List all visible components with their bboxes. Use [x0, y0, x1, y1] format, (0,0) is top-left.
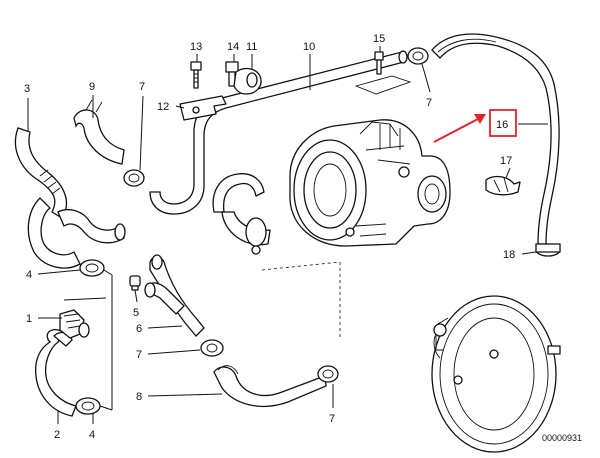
callout-7: 7	[329, 413, 335, 425]
bolt-13	[190, 61, 202, 89]
part-11	[233, 67, 262, 95]
elbow-fitting	[212, 173, 271, 255]
clamp-17	[485, 175, 521, 196]
hose-9	[73, 99, 125, 165]
hose-8	[213, 365, 327, 408]
highlight-box	[489, 109, 517, 137]
clamp-7-top	[407, 47, 429, 65]
hose-3	[14, 127, 126, 269]
cap-5	[129, 275, 141, 291]
dash-guide	[261, 261, 341, 340]
diagram-code: 00000931	[542, 433, 582, 443]
callout-10: 10	[303, 41, 315, 53]
callout-3: 3	[24, 83, 30, 95]
highlight-callout-16: 16	[433, 109, 517, 143]
highlight-arrow-shaft	[433, 118, 479, 143]
clamp-4-upper	[79, 259, 105, 277]
callout-13: 13	[190, 41, 202, 53]
callout-17: 17	[500, 155, 512, 167]
highlight-arrow-head	[474, 114, 486, 124]
callout-4: 4	[89, 429, 95, 441]
clamp-7-left	[123, 169, 145, 187]
fitting-1	[59, 309, 90, 339]
callout-11: 11	[246, 41, 257, 53]
callout-4: 4	[26, 269, 32, 281]
callout-14: 14	[227, 41, 239, 53]
clamp-4-lower	[75, 397, 101, 415]
y-pipe-6	[144, 254, 205, 337]
callout-18: 18	[503, 249, 515, 261]
callout-6: 6	[136, 323, 142, 335]
bracket-12	[179, 95, 227, 121]
callout-12: 12	[157, 101, 169, 113]
hose-16	[431, 33, 560, 245]
callout-5: 5	[133, 307, 139, 319]
brake-booster	[431, 295, 561, 453]
leader-lines	[27, 46, 548, 424]
clamp-7-center	[200, 339, 224, 357]
callout-2: 2	[54, 429, 60, 441]
callout-labels: 3 9 7 13 14 11 10 12 15 7 17 18 4 5 1 6 …	[24, 33, 515, 441]
callout-8: 8	[136, 391, 142, 403]
throttle-body	[289, 119, 451, 247]
hose-2	[34, 329, 77, 417]
callout-16: 16	[496, 119, 508, 131]
bolt-15	[374, 51, 384, 75]
clamp-18	[535, 243, 561, 257]
callout-9: 9	[89, 81, 95, 93]
clamp-7-bottom	[317, 365, 339, 383]
callout-1: 1	[26, 313, 32, 325]
callout-7: 7	[139, 81, 145, 93]
callout-7: 7	[136, 349, 142, 361]
callout-15: 15	[373, 33, 385, 45]
callout-7: 7	[426, 97, 432, 109]
